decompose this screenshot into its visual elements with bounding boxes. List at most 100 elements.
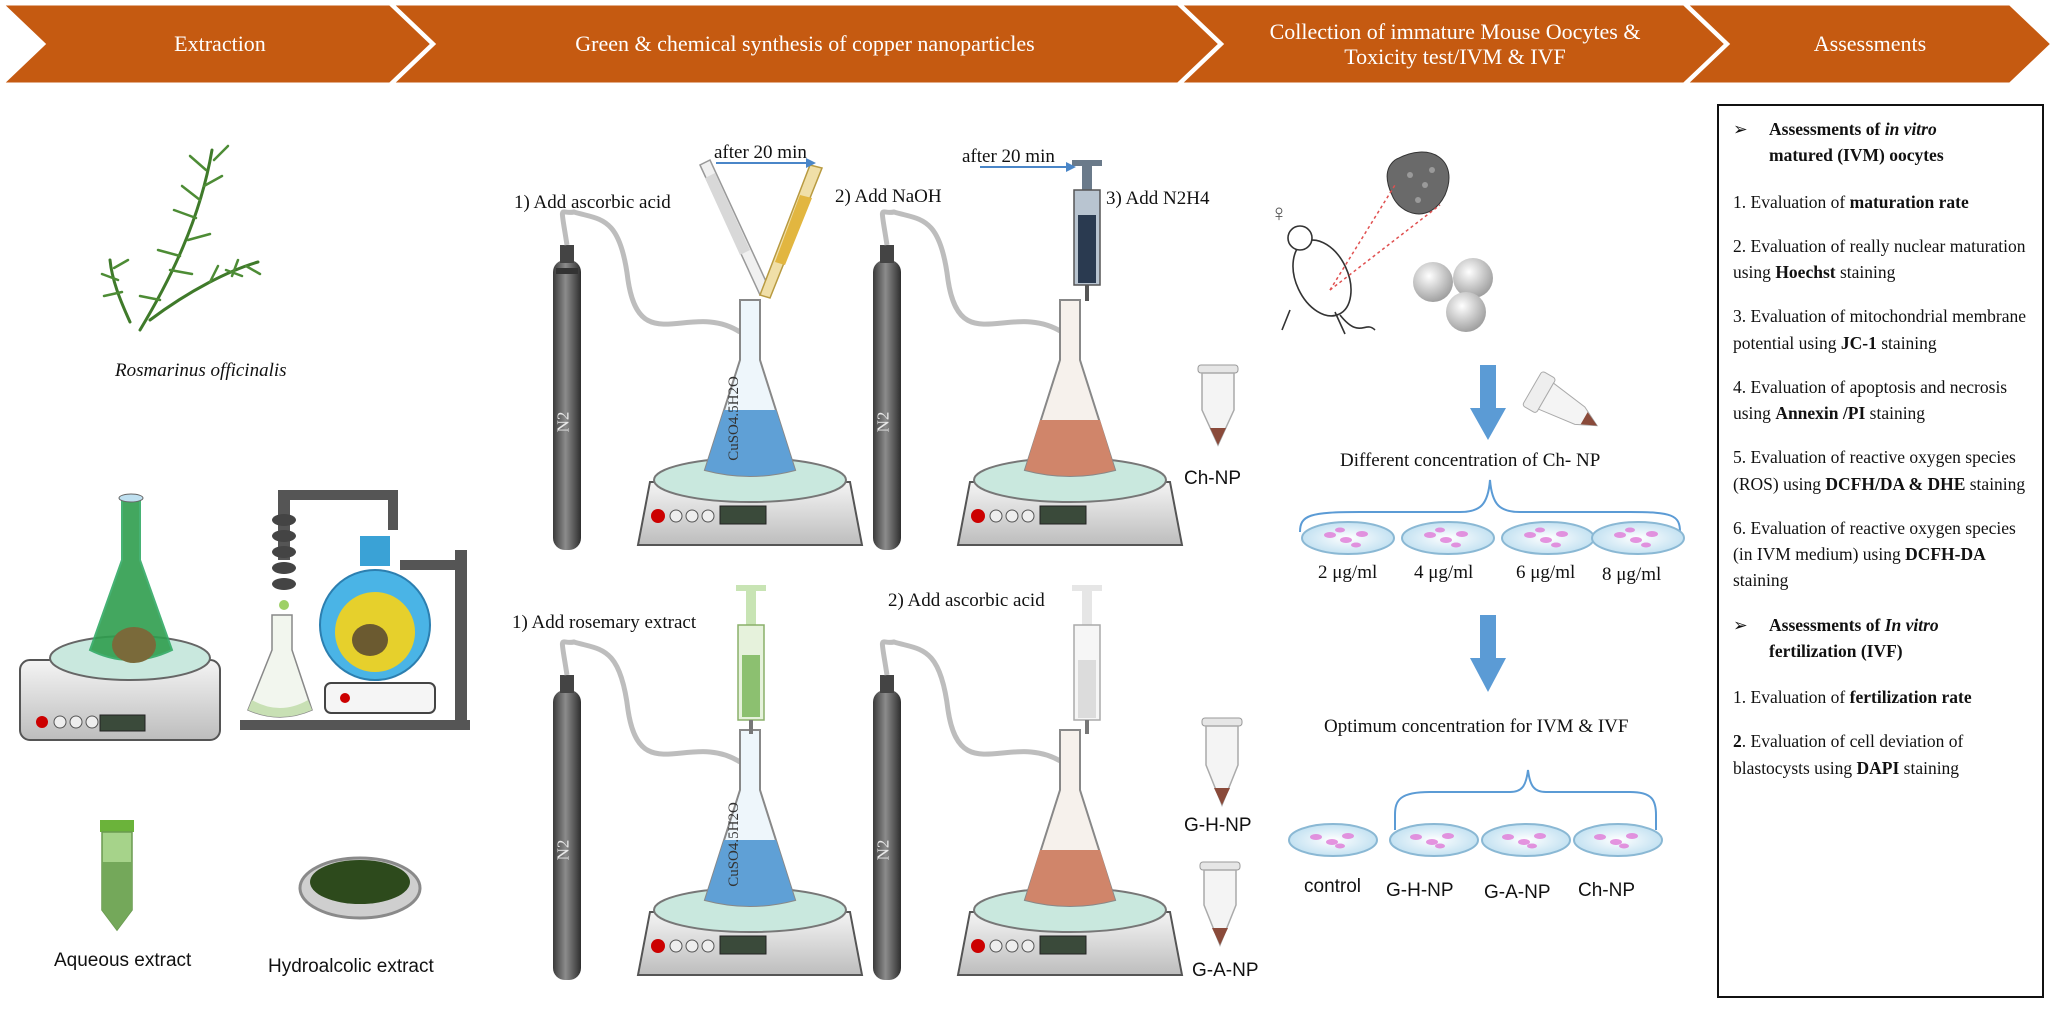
oocyte-cells-icon <box>1413 258 1493 332</box>
banner-chevrons <box>0 2 2055 86</box>
conc-label-1: 2 μg/ml <box>1318 562 1378 583</box>
banner-collection-line1: Collection of immature Mouse Oocytes & <box>1269 18 1641 44</box>
ivf-item-2-bold: DAPI <box>1856 757 1900 778</box>
plant-name-label: Rosmarinus officinalis <box>115 360 287 381</box>
ivm-item-4: 4. Evaluation of apoptosis and necrosis … <box>1733 374 2032 427</box>
hydroalcoholic-extract-label: Hydroalcolic extract <box>268 956 434 977</box>
after-20-min-label-2: after 20 min <box>962 146 1055 167</box>
ivm-item-2-bold: Hoechst <box>1775 262 1836 282</box>
after-20-min-label-1: after 20 min <box>714 142 807 163</box>
ivm-item-3-bold: JC-1 <box>1840 332 1877 353</box>
ivm-item-5-post: staining <box>1965 473 2026 494</box>
brace-concentrations <box>1299 479 1681 533</box>
green-flask-stirrer-icon <box>19 493 221 741</box>
eppendorf-tube-ga-np-icon <box>1199 861 1241 948</box>
step-add-naoh: 2) Add NaOH <box>835 186 942 207</box>
down-arrow-icon <box>1470 365 1506 440</box>
group-label-control: control <box>1304 876 1362 897</box>
extract-petri-dish-icon <box>298 856 422 920</box>
syringe-dark-icon <box>1072 160 1102 301</box>
n2-cylinder-icon-2 <box>873 245 901 550</box>
ivf-item-1: 1. Evaluation of fertilization rate <box>1733 684 2032 710</box>
ivm-item-6-post: staining <box>1733 570 1789 591</box>
bullet-arrow-icon-2: ➢ <box>1733 614 1748 635</box>
eppendorf-tube-gh-np-icon <box>1201 717 1243 808</box>
aqueous-extract-label: Aqueous extract <box>54 950 192 971</box>
step-add-ascorbic-acid: 1) Add ascorbic acid <box>514 192 671 213</box>
cuso4-label-1: CuSO4.5H2O <box>725 376 742 461</box>
ivm-item-2-pre: 2. Evaluation of really nuclear maturati… <box>1733 235 2026 282</box>
different-concentration-label: Different concentration of Ch- NP <box>1340 450 1601 471</box>
erlenmeyer-flask-brown-icon <box>1023 299 1117 477</box>
ch-np-label: Ch-NP <box>1184 468 1242 489</box>
petri-dish-control <box>1288 823 1378 857</box>
ivf-item-2-pre: . Evaluation of cell deviation of blasto… <box>1733 731 1964 778</box>
step-add-ascorbic-acid-2: 2) Add ascorbic acid <box>888 590 1045 611</box>
gh-np-label: G-H-NP <box>1184 815 1252 836</box>
ivf-heading: ➢ Assessments of In vitro fertilization … <box>1733 612 2032 665</box>
ivf-heading-text: Assessments of In vitro fertilization (I… <box>1769 612 1939 665</box>
ivf-item-1-bold: fertilization rate <box>1849 687 1972 707</box>
ivf-item-2-post: staining <box>1899 757 1960 778</box>
ivm-item-1-bold: maturation rate <box>1849 191 1969 212</box>
stirrer-plate-icon-2 <box>956 457 1184 546</box>
syringe-green-icon <box>736 585 766 734</box>
petri-dish-conc-3 <box>1501 521 1595 555</box>
stirrer-plate-icon-4 <box>956 887 1184 976</box>
syringe-yellow-icon <box>759 164 824 299</box>
ivm-heading-b: in vitro <box>1884 119 1937 139</box>
ivm-item-4-post: staining <box>1865 403 1926 423</box>
ivm-item-3: 3. Evaluation of mitochondrial membrane … <box>1733 303 2032 356</box>
step-add-rosemary-extract: 1) Add rosemary extract <box>512 612 697 633</box>
banner-step-synthesis: Green & chemical synthesis of copper nan… <box>575 31 1035 57</box>
mouse-icon <box>1281 225 1376 335</box>
banner-step-collection: Collection of immature Mouse Oocytes & T… <box>1230 6 1680 82</box>
process-banner: Extraction Green & chemical synthesis of… <box>0 0 2056 86</box>
group-label-ga-np: G-A-NP <box>1484 882 1551 903</box>
petri-dish-conc-1 <box>1301 521 1395 555</box>
conc-label-4: 8 μg/ml <box>1602 564 1662 585</box>
ivm-heading: ➢ Assessments of in vitro matured (IVM) … <box>1733 116 2032 169</box>
step-add-n2h4: 3) Add N2H4 <box>1106 188 1210 209</box>
petri-dish-conc-4 <box>1591 521 1685 555</box>
rosemary-plant-icon <box>100 144 262 332</box>
banner-step-extraction: Extraction <box>174 31 266 57</box>
ivm-item-4-pre: 4. Evaluation of apoptosis and necrosis … <box>1733 376 2008 423</box>
petri-dish-ch-np <box>1573 823 1663 857</box>
brace-groups <box>1394 769 1657 830</box>
ga-np-label: G-A-NP <box>1192 960 1259 981</box>
n2-label-3: N2 <box>553 839 573 861</box>
cuso4-label-2: CuSO4.5H2O <box>725 802 742 887</box>
ivm-item-6: 6. Evaluation of reactive oxygen species… <box>1733 515 2032 594</box>
ivm-item-5: 5. Evaluation of reactive oxygen species… <box>1733 444 2032 497</box>
group-label-ch-np: Ch-NP <box>1578 880 1636 901</box>
ivf-item-1-pre: 1. Evaluation of <box>1733 687 1850 707</box>
ivm-heading-text: Assessments of in vitro matured (IVM) oo… <box>1769 116 1944 169</box>
ivm-item-3-post: staining <box>1876 332 1937 353</box>
syringe-clear-icon <box>1072 585 1102 734</box>
ivm-heading-c: matured (IVM) oocytes <box>1769 145 1944 166</box>
petri-dish-ga-np <box>1481 823 1571 857</box>
ivm-item-2-post: staining <box>1835 262 1896 282</box>
bullet-arrow-icon: ➢ <box>1733 119 1748 139</box>
banner-step-assessments: Assessments <box>1813 31 1927 57</box>
ovary-icon <box>1386 151 1450 215</box>
n2-cylinder-icon-4 <box>873 675 901 980</box>
erlenmeyer-flask-blue-icon <box>703 299 797 477</box>
erlenmeyer-flask-brown-icon-2 <box>1023 729 1117 907</box>
n2-label-4: N2 <box>873 839 893 861</box>
n2-label-1: N2 <box>553 411 573 433</box>
ivm-heading-a: Assessments of <box>1769 119 1885 139</box>
chevron-assessments <box>1682 2 2055 86</box>
ivm-item-5-bold: DCFH/DA & DHE <box>1825 473 1966 494</box>
n2-cylinder-icon <box>553 245 581 550</box>
conc-label-3: 6 μg/ml <box>1516 562 1576 583</box>
ivm-item-5-pre: 5. Evaluation of reactive oxygen species… <box>1733 447 2016 494</box>
ivm-item-3-pre: 3. Evaluation of mitochondrial membrane … <box>1733 306 2027 353</box>
ivm-item-4-bold: Annexin /PI <box>1775 403 1866 423</box>
petri-dish-gh-np <box>1389 823 1479 857</box>
ivf-item-2-lead: 2 <box>1733 731 1742 752</box>
assessments-panel: ➢ Assessments of in vitro matured (IVM) … <box>1717 104 2044 998</box>
ivm-item-1: 1. Evaluation of maturation rate <box>1733 189 2032 215</box>
